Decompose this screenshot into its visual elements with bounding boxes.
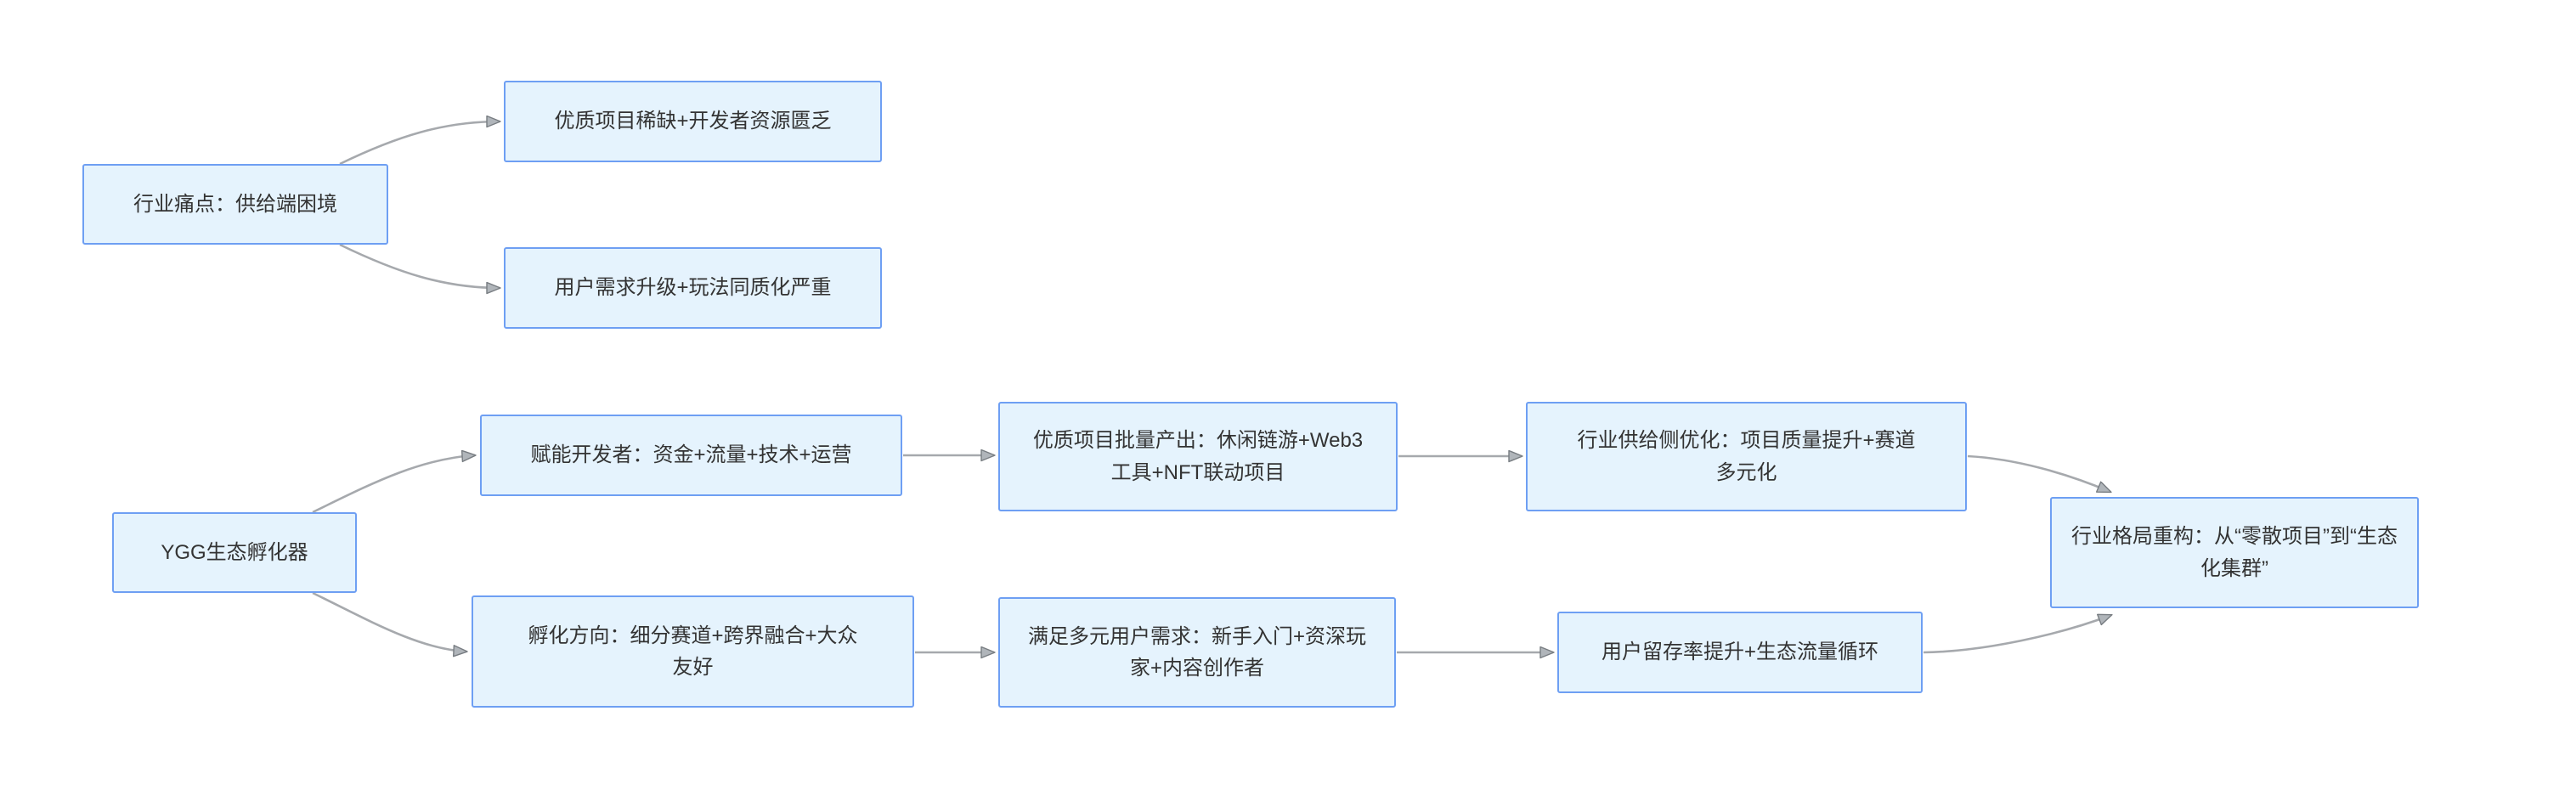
edge-ygg-to-direction — [312, 591, 466, 652]
node-project-scarcity[interactable]: 优质项目稀缺+开发者资源匮乏 — [504, 81, 882, 162]
edge-pain-to-scarcity — [339, 121, 500, 166]
node-pain-point[interactable]: 行业痛点：供给端困境 — [82, 164, 388, 245]
node-demand-upgrade[interactable]: 用户需求升级+玩法同质化严重 — [504, 247, 882, 329]
node-retention-loop[interactable]: 用户留存率提升+生态流量循环 — [1557, 612, 1923, 693]
node-supply-optimization[interactable]: 行业供给侧优化：项目质量提升+赛道 多元化 — [1526, 402, 1967, 511]
node-user-needs[interactable]: 满足多元用户需求：新手入门+资深玩 家+内容创作者 — [998, 597, 1396, 708]
node-ygg-incubator[interactable]: YGG生态孵化器 — [112, 512, 357, 593]
node-industry-restructure[interactable]: 行业格局重构：从“零散项目”到“生态 化集群” — [2050, 497, 2419, 608]
edge-ygg-to-empower — [312, 455, 475, 514]
node-incubation-direction[interactable]: 孵化方向：细分赛道+跨界融合+大众 友好 — [472, 595, 914, 708]
node-empower-developers[interactable]: 赋能开发者：资金+流量+技术+运营 — [480, 415, 902, 496]
edge-retention-to-restructure — [1923, 615, 2111, 654]
edge-pain-to-demand — [339, 243, 500, 288]
edge-optimize-to-restructure — [1967, 454, 2110, 494]
node-project-output[interactable]: 优质项目批量产出：休闲链游+Web3 工具+NFT联动项目 — [998, 402, 1398, 511]
